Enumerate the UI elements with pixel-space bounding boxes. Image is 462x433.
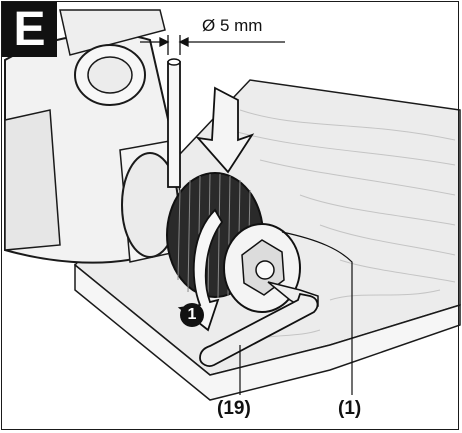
dimension-lines: [140, 35, 285, 55]
callout-1: (1): [338, 398, 362, 419]
step-number-badge: 1: [180, 303, 204, 327]
callout-19: (19): [217, 398, 251, 419]
allen-key: [199, 281, 319, 367]
rotation-arrow-icon: [177, 208, 224, 332]
leader-lines: [239, 231, 353, 395]
arrow-down-icon: [195, 86, 255, 174]
dimension-label: Ø 5 mm: [202, 16, 263, 35]
panel-letter-badge: E: [2, 2, 57, 57]
drill-bit: [167, 58, 181, 188]
